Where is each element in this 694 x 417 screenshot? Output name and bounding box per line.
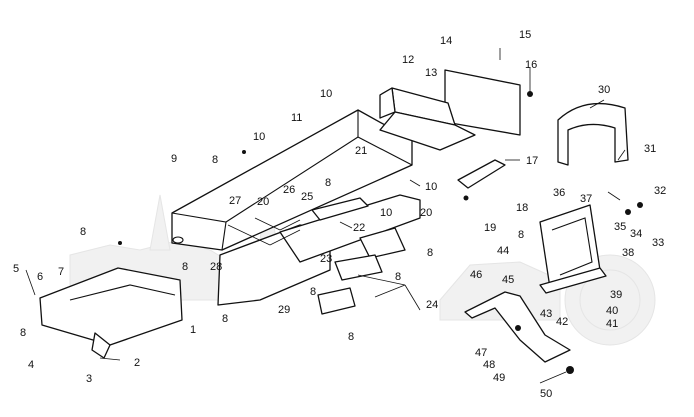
callout-41: 41 [606, 318, 618, 330]
callout-34: 34 [630, 228, 642, 240]
callout-30: 30 [598, 84, 610, 96]
callout-48: 48 [483, 359, 495, 371]
callout-46: 46 [470, 269, 482, 281]
callout-47: 47 [475, 347, 487, 359]
callout-16: 16 [525, 59, 537, 71]
callout-2: 2 [134, 357, 140, 369]
callout-21: 21 [355, 145, 367, 157]
callout-39: 39 [610, 289, 622, 301]
callout-8h: 8 [395, 271, 401, 283]
callout-36: 36 [553, 187, 565, 199]
fasteners [118, 91, 643, 374]
callout-8i: 8 [310, 286, 316, 298]
callout-23: 23 [320, 253, 332, 265]
callout-8d: 8 [325, 177, 331, 189]
callout-10c: 10 [425, 181, 437, 193]
callout-33: 33 [652, 237, 664, 249]
callout-24: 24 [426, 299, 438, 311]
callout-labels: 1 2 3 4 5 6 7 8 8 8 8 8 8 8 8 8 8 8 9 10… [13, 29, 666, 400]
callout-32: 32 [654, 185, 666, 197]
callout-8g: 8 [427, 247, 433, 259]
callout-7: 7 [58, 266, 64, 278]
footrest-panel [39, 267, 183, 359]
callout-31: 31 [644, 143, 656, 155]
callout-18: 18 [516, 202, 528, 214]
callout-1: 1 [190, 324, 196, 336]
backrest [557, 102, 629, 166]
callout-8c: 8 [212, 154, 218, 166]
callout-29: 29 [278, 304, 290, 316]
rack-brackets [539, 204, 607, 294]
callout-37: 37 [580, 193, 592, 205]
callout-10b: 10 [320, 88, 332, 100]
callout-6: 6 [37, 271, 43, 283]
callout-42: 42 [556, 316, 568, 328]
callout-27: 27 [229, 195, 241, 207]
side-panel-mid [217, 194, 421, 306]
callout-10a: 10 [253, 131, 265, 143]
callout-9: 9 [171, 153, 177, 165]
callout-40: 40 [606, 305, 618, 317]
bracket-17 [457, 159, 506, 189]
callout-44: 44 [497, 245, 509, 257]
callout-38: 38 [622, 247, 634, 259]
callout-35: 35 [614, 221, 626, 233]
callout-14: 14 [440, 35, 452, 47]
callout-11: 11 [291, 112, 302, 124]
callout-12: 12 [402, 54, 414, 66]
callout-10d: 10 [380, 207, 392, 219]
small-brackets [317, 227, 406, 315]
callout-22: 22 [353, 222, 365, 234]
callout-19: 19 [484, 222, 496, 234]
callout-4: 4 [28, 359, 34, 371]
callout-45: 45 [502, 274, 514, 286]
callout-8j: 8 [348, 331, 354, 343]
callout-43: 43 [540, 308, 552, 320]
callout-25: 25 [301, 191, 313, 203]
callout-49: 49 [493, 372, 505, 384]
leader-lines [25, 48, 626, 384]
callout-13: 13 [425, 67, 437, 79]
callout-3: 3 [86, 373, 92, 385]
callout-8e: 8 [182, 261, 188, 273]
callout-5: 5 [13, 263, 19, 275]
callout-20b: 20 [420, 207, 432, 219]
callout-17: 17 [526, 155, 538, 167]
callout-8a: 8 [20, 327, 26, 339]
callout-8k: 8 [518, 229, 524, 241]
callout-28: 28 [210, 261, 222, 273]
callout-8b: 8 [80, 226, 86, 238]
callout-20a: 20 [257, 196, 269, 208]
rear-box-assembly [379, 69, 521, 151]
tunnel-panel [171, 109, 413, 251]
callout-8f: 8 [222, 313, 228, 325]
callout-50: 50 [540, 388, 552, 400]
callout-15: 15 [519, 29, 531, 41]
callout-26: 26 [283, 184, 295, 196]
